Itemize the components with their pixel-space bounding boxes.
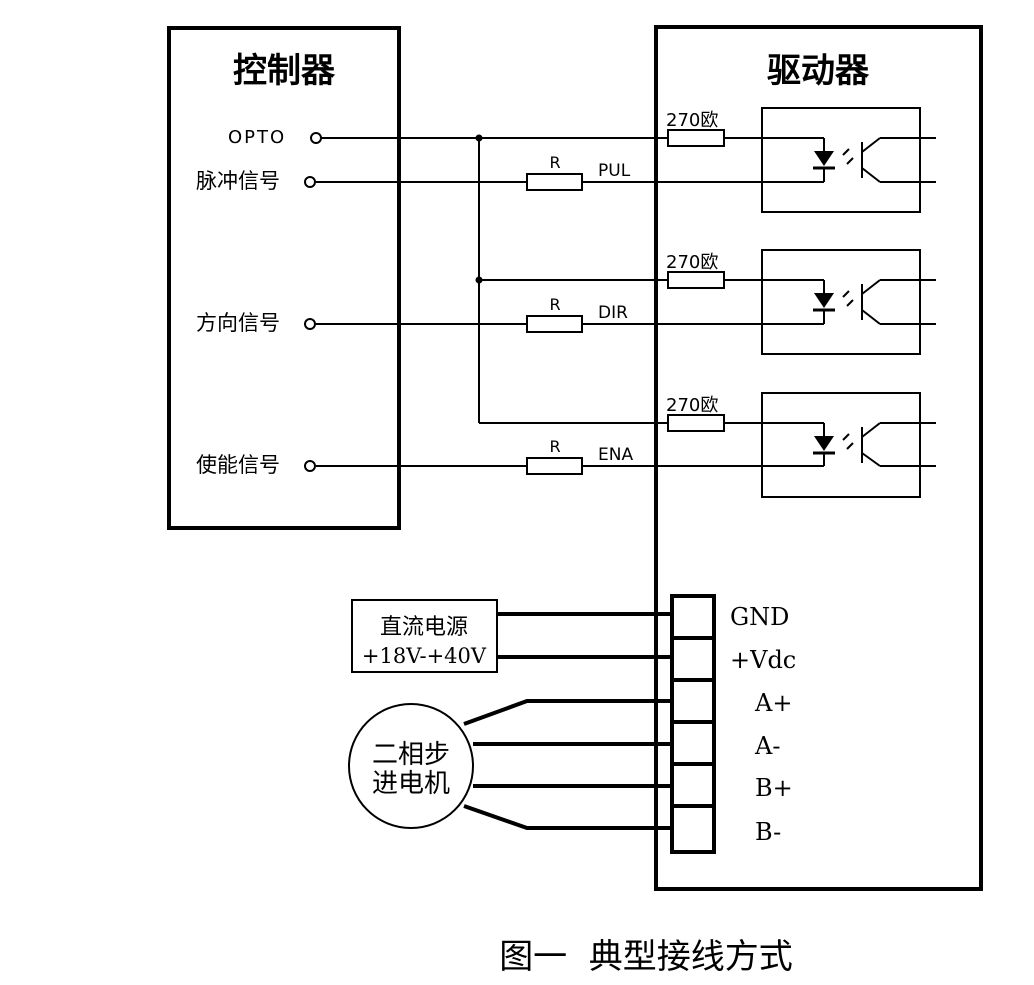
series-resistor-ena: R <box>549 437 560 456</box>
power-supply-line1: 直流电源 <box>380 615 468 640</box>
terminal-b-minus: B- <box>755 818 781 846</box>
signal-label-ena: ENA <box>598 445 633 465</box>
figure-caption: 图一 典型接线方式 <box>499 937 793 977</box>
terminal-labels: GND +Vdc A+ A- B+ B- <box>730 603 796 846</box>
driver-box <box>654 25 983 891</box>
signal-label-pul: PUL <box>598 161 631 181</box>
opto-bus <box>321 134 668 424</box>
series-resistor-dir: R <box>549 295 560 314</box>
driver-title: 驱动器 <box>767 51 870 91</box>
terminal-block <box>670 594 716 854</box>
controller-pin-opto: OPTO <box>228 127 286 148</box>
stepper-motor: 二相步 进电机 <box>348 699 672 830</box>
power-supply-line2: +18V-+40V <box>362 644 487 668</box>
motor-circle <box>348 703 474 829</box>
series-resistor-pul: R <box>549 153 560 172</box>
controller-box <box>167 26 401 530</box>
controller-pin-pulse: 脉冲信号 <box>196 169 280 193</box>
motor-label-line2: 进电机 <box>372 769 450 799</box>
enable-terminal <box>304 460 316 472</box>
limit-resistor-dir: 270欧 <box>666 252 718 273</box>
channel-dir: R DIR 270欧 <box>316 249 936 355</box>
limit-resistor-pul: 270欧 <box>666 110 718 131</box>
terminal-a-minus: A- <box>754 732 780 760</box>
driver-block: 驱动器 <box>654 25 983 891</box>
controller-pin-enable: 使能信号 <box>196 453 280 477</box>
motor-label-line1: 二相步 <box>372 740 450 770</box>
power-supply: 直流电源 +18V-+40V <box>351 599 672 673</box>
limit-resistor-ena: 270欧 <box>666 395 718 416</box>
opto-terminal <box>310 132 322 144</box>
power-supply-box <box>351 599 498 673</box>
controller-title: 控制器 <box>233 51 336 91</box>
controller-pin-direction: 方向信号 <box>196 311 280 335</box>
direction-terminal <box>304 318 316 330</box>
pulse-terminal <box>304 176 316 188</box>
signal-label-dir: DIR <box>598 303 628 323</box>
terminal-a-plus: A+ <box>754 689 792 717</box>
terminal-b-plus: B+ <box>755 774 793 802</box>
controller-block: 控制器 OPTO 脉冲信号 方向信号 使能信号 <box>167 26 401 530</box>
channel-ena: R ENA 270欧 <box>316 392 936 498</box>
terminal-vdc: +Vdc <box>730 646 796 674</box>
channel-pul: R PUL 270欧 <box>316 107 936 213</box>
terminal-gnd: GND <box>730 603 789 631</box>
